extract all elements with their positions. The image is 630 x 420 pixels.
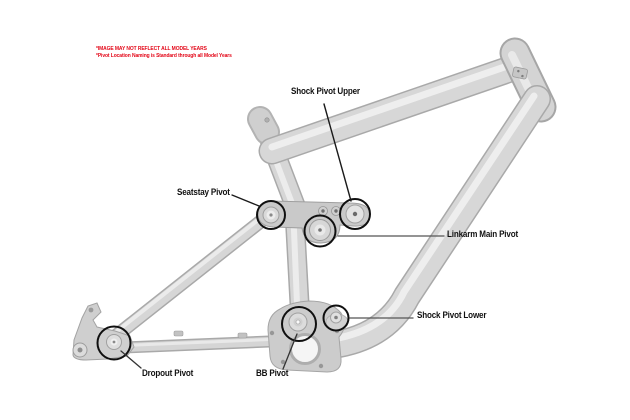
label-linkarm-main-pivot: Linkarm Main Pivot	[447, 229, 518, 240]
cable-port	[512, 66, 528, 80]
seatstay-tube	[105, 207, 277, 346]
linkarm-main-pivot-bolt	[309, 219, 331, 241]
seatstay-pivot-bolt	[262, 206, 280, 224]
linkarm-main-pivot-circle	[303, 214, 337, 248]
label-shock-pivot-lower: Shock Pivot Lower	[417, 310, 487, 321]
top-tube	[258, 52, 533, 165]
label-bb-pivot: BB Pivot	[256, 368, 289, 379]
bb-shell	[267, 300, 345, 373]
rocker-small-bolts	[318, 206, 341, 216]
dropout-pivot-bolt	[106, 334, 122, 350]
label-dropout-pivot: Dropout Pivot	[142, 368, 194, 379]
seat-collar-bolt	[264, 117, 270, 123]
model-year-disclaimer: *IMAGE MAY NOT REFLECT ALL MODEL YEARS *…	[96, 46, 232, 59]
seatstay-pivot-leader	[231, 194, 260, 207]
label-shock-pivot-upper: Shock Pivot Upper	[291, 86, 360, 97]
bb-pivot-leader	[282, 333, 298, 370]
shock-pivot-upper-leader	[323, 103, 352, 202]
bb-pivot-bolt	[288, 312, 308, 332]
dropout-pivot-circle	[96, 325, 132, 361]
shock-upper-pivot-bolt	[345, 204, 365, 224]
shock-lower-mount	[325, 311, 349, 331]
shock-pivot-upper-circle	[339, 198, 371, 230]
seatstay-pivot-circle	[256, 200, 286, 230]
rocker-link	[257, 200, 371, 244]
bb-pivot-circle	[281, 306, 317, 342]
shock-pivot-lower-circle	[322, 304, 350, 332]
label-seatstay-pivot: Seatstay Pivot	[177, 187, 230, 198]
disclaimer-line-1: *IMAGE MAY NOT REFLECT ALL MODEL YEARS	[96, 46, 207, 52]
disclaimer-line-2: *Pivot Location Naming is Standard throu…	[96, 52, 232, 59]
dropout-pivot-leader	[120, 350, 142, 369]
